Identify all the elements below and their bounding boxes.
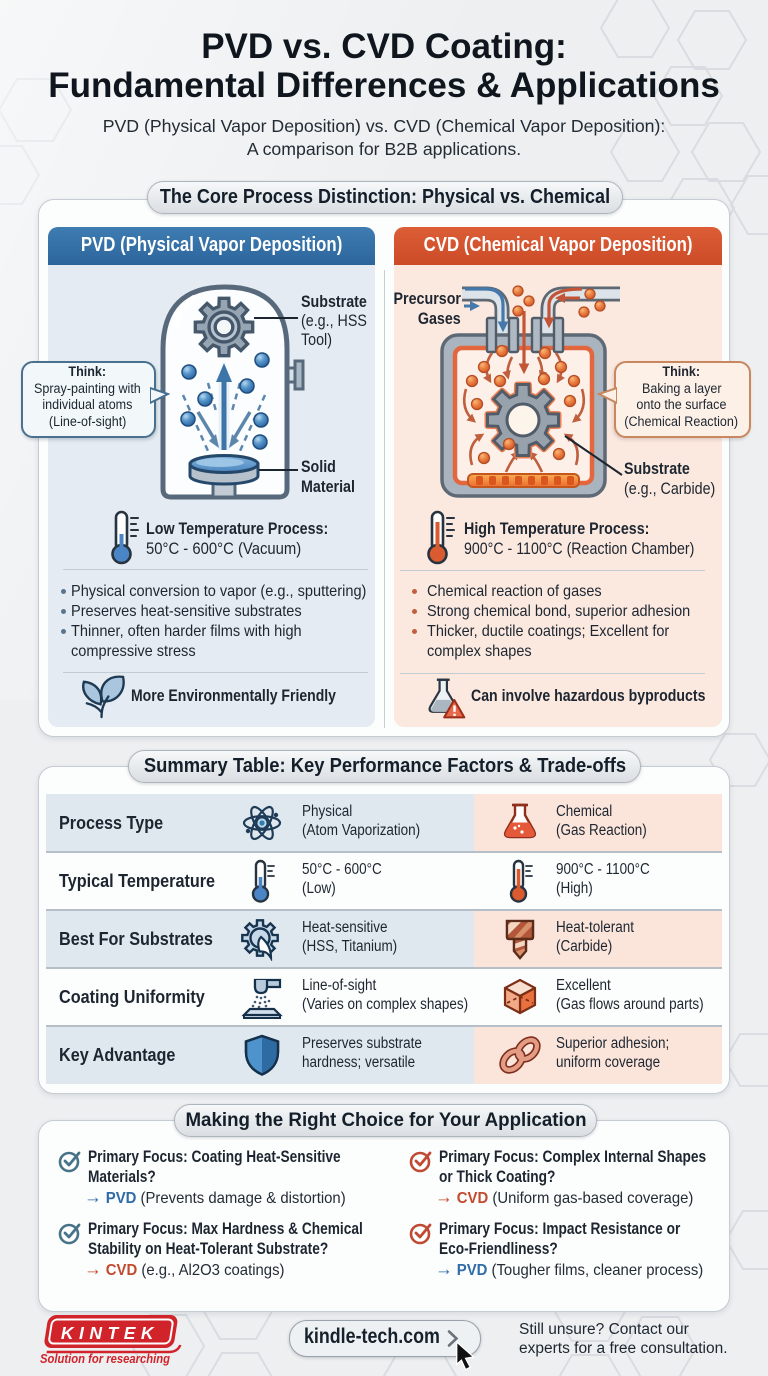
- svg-text:KINTEK: KINTEK: [61, 1323, 159, 1343]
